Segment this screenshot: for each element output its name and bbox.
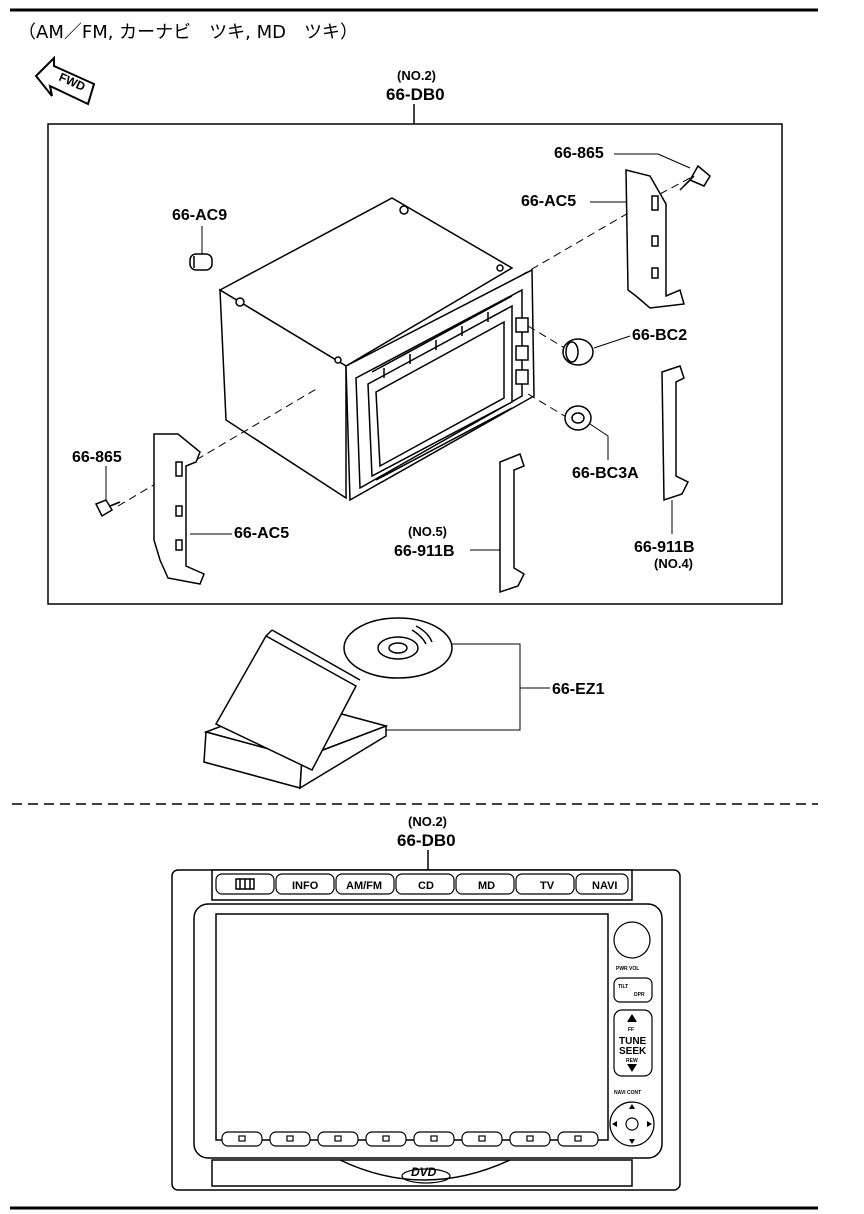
pwr-vol-label: PWR VOL <box>616 966 639 972</box>
label-strip-no4-code: 66-911B <box>634 539 695 556</box>
header-title: （AM／FM, カーナビ ツキ, MD ツキ） <box>18 22 358 43</box>
label-bracket-right: 66-AC5 <box>521 193 576 210</box>
seek-label: SEEK <box>619 1046 647 1057</box>
rew-label: REW <box>626 1058 638 1064</box>
label-strip-no5-note: (NO.5) <box>408 524 447 539</box>
tv-button-label: TV <box>540 880 555 892</box>
md-button-label: MD <box>478 880 495 892</box>
knob-bc3a <box>564 405 592 431</box>
exploded-view-frame <box>47 123 783 605</box>
navi-button[interactable] <box>575 873 629 895</box>
strip-no5 <box>499 453 525 594</box>
tune-label: TUNE <box>619 1036 647 1047</box>
info-button-label: INFO <box>292 880 319 892</box>
dvd-logo: DVD <box>401 1165 451 1184</box>
label-knob-bc2: 66-BC2 <box>632 327 687 344</box>
front-view-note: (NO.2) <box>408 814 447 829</box>
md-button[interactable] <box>455 873 515 895</box>
tilt-label: TILT <box>618 984 628 990</box>
main-unit-note: (NO.2) <box>397 68 436 83</box>
tune-seek-rocker[interactable] <box>613 1009 653 1077</box>
label-strip-no4-note: (NO.4) <box>654 556 693 571</box>
joystick-arrows-icon <box>612 1104 652 1144</box>
disc-kit <box>203 617 453 790</box>
label-disc-kit: 66-EZ1 <box>552 681 605 698</box>
cd-button[interactable] <box>395 873 455 895</box>
label-screw-top: 66-865 <box>554 145 604 162</box>
bracket-left <box>153 433 205 585</box>
tilt-dpr-button[interactable] <box>613 977 653 1003</box>
label-strip-no5-code: 66-911B <box>394 543 455 560</box>
ff-label: FF <box>628 1027 634 1033</box>
power-icon <box>235 878 255 890</box>
fwd-arrow-icon: FWD <box>34 55 96 106</box>
bracket-right <box>625 169 685 309</box>
knob-bc2 <box>562 338 594 366</box>
top-button-row <box>215 873 629 895</box>
info-button[interactable] <box>275 873 335 895</box>
screw-left <box>94 499 121 518</box>
label-bracket-left: 66-AC5 <box>234 525 289 542</box>
tv-button[interactable] <box>515 873 575 895</box>
navi-button-label: NAVI <box>592 880 617 892</box>
cd-button-label: CD <box>418 880 434 892</box>
amfm-button[interactable] <box>335 873 395 895</box>
navi-cont-label: NAVI CONT <box>614 1090 641 1096</box>
label-knob-bc3a: 66-BC3A <box>572 465 639 482</box>
dpr-label: DPR <box>634 992 645 998</box>
amfm-button-label: AM/FM <box>346 880 382 892</box>
label-knob-small: 66-AC9 <box>172 207 227 224</box>
volume-knob[interactable] <box>613 921 651 959</box>
right-controls <box>609 921 655 1147</box>
knob-small <box>189 253 213 271</box>
arrow-down-icon <box>627 1064 637 1072</box>
label-screw-left: 66-865 <box>72 449 122 466</box>
front-panel <box>171 869 681 1191</box>
main-unit-code: 66-DB0 <box>386 85 445 104</box>
head-unit-chassis <box>218 197 535 502</box>
strip-no4 <box>661 365 690 502</box>
bottom-button-row <box>221 1131 599 1147</box>
arrow-up-icon <box>627 1014 637 1022</box>
dvd-logo-text: DVD <box>411 1165 437 1179</box>
front-view-code: 66-DB0 <box>397 831 456 850</box>
screw-top <box>679 164 711 191</box>
